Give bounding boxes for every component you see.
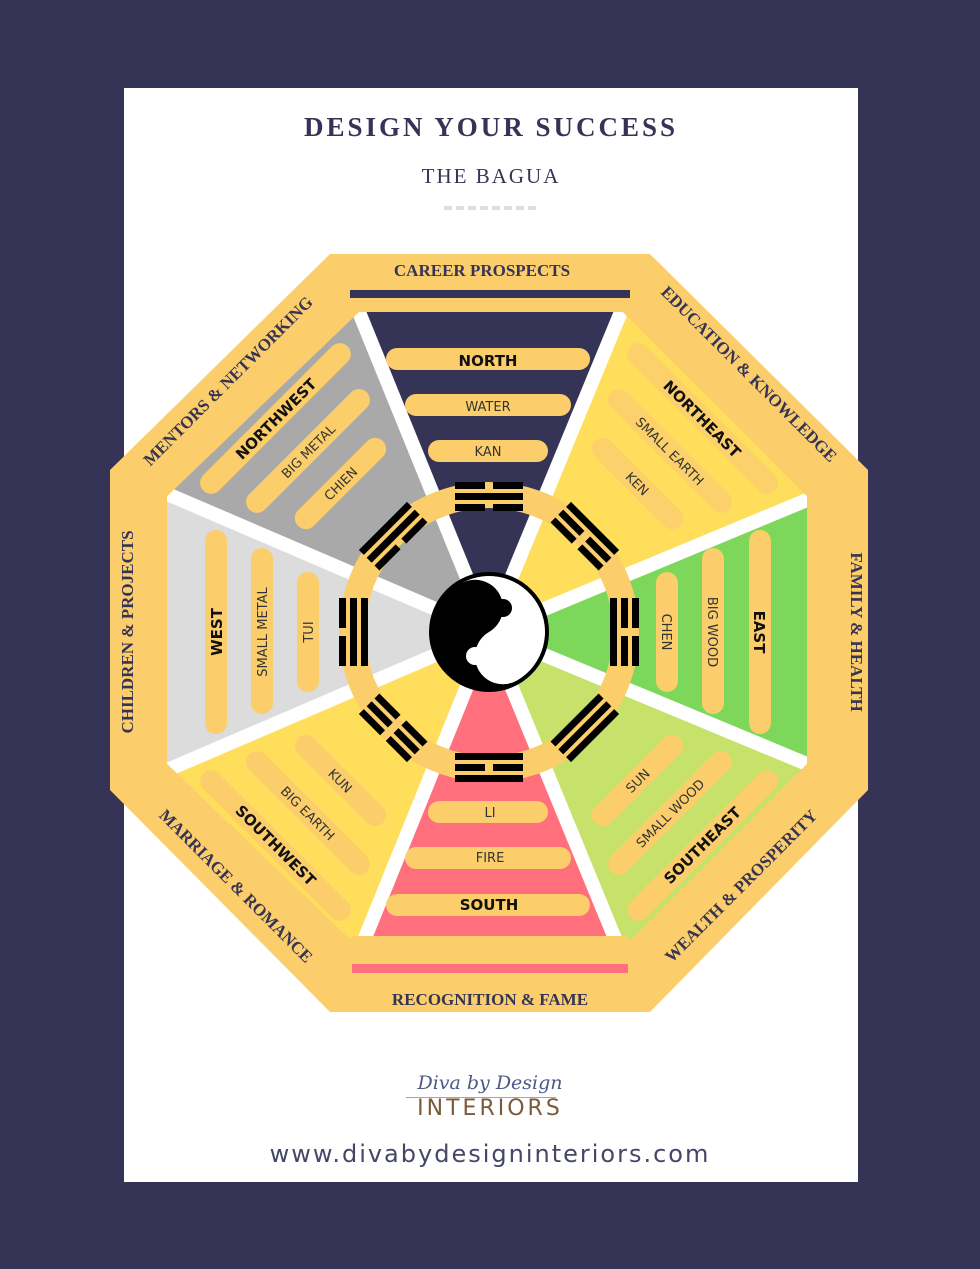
east-element: BIG WOOD	[704, 597, 719, 667]
north-strips: NORTH WATER KAN	[386, 348, 590, 462]
faint-divider	[444, 206, 540, 210]
trigram-tui-icon	[339, 598, 368, 666]
south-element: FIRE	[476, 851, 505, 866]
east-strips: CHEN BIG WOOD EAST	[656, 530, 771, 734]
area-recognition-fame: RECOGNITION & FAME	[392, 990, 588, 1009]
trigram-chien-icon	[358, 501, 428, 571]
north-direction: NORTH	[459, 352, 518, 370]
west-element: SMALL METAL	[256, 587, 271, 677]
area-children-projects: CHILDREN & PROJECTS	[118, 530, 137, 733]
yin-yang-icon	[429, 572, 549, 692]
east-trigram: CHEN	[658, 614, 673, 651]
trigram-chen-icon	[610, 598, 639, 666]
trigram-kan-icon	[455, 482, 523, 511]
website-url[interactable]: www.divabydesigninteriors.com	[269, 1140, 711, 1168]
logo-underline	[406, 1097, 556, 1098]
east-direction: EAST	[750, 611, 768, 655]
logo-script: Diva by Design	[417, 1072, 563, 1094]
trigram-kun-icon	[358, 693, 428, 763]
west-trigram: TUI	[302, 621, 317, 643]
north-trigram: KAN	[475, 445, 502, 460]
logo-main: INTERIORS	[417, 1096, 563, 1121]
south-direction: SOUTH	[460, 896, 519, 914]
south-strips: LI FIRE SOUTH	[345, 801, 635, 964]
north-element: WATER	[465, 400, 510, 415]
south-trigram: LI	[484, 806, 495, 821]
trigram-sun-icon	[550, 693, 620, 763]
page-title: DESIGN YOUR SUCCESS	[303, 112, 679, 142]
area-family-health: FAMILY & HEALTH	[847, 552, 866, 711]
trigram-li-icon	[455, 753, 523, 782]
area-career-prospects: CAREER PROSPECTS	[394, 261, 570, 280]
page-subtitle: THE BAGUA	[421, 164, 561, 188]
west-direction: WEST	[208, 607, 226, 656]
west-strips: TUI SMALL METAL WEST	[205, 530, 319, 734]
trigram-ken-icon	[550, 501, 620, 571]
